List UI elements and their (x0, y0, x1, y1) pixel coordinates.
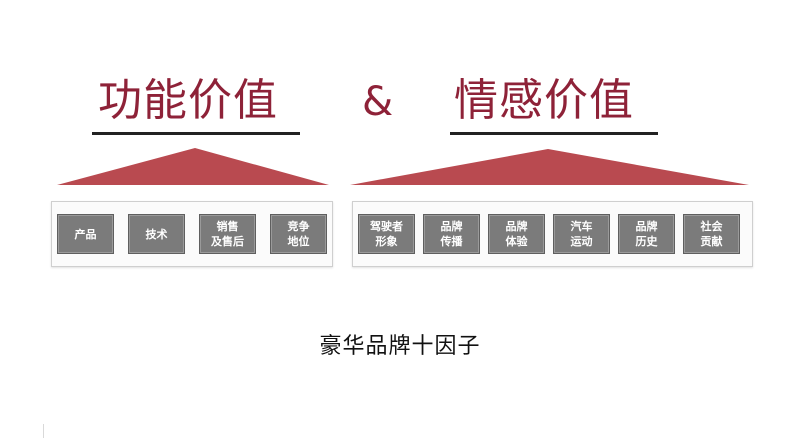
heading-underline-left (92, 132, 300, 135)
ampersand: & (362, 79, 394, 125)
factor-box: 社会 贡献 (683, 214, 740, 254)
roof-triangles (57, 148, 749, 185)
emotional-factors-panel: 驾驶者 形象 品牌 传播 品牌 体验 汽车 运动 品牌 历史 社会 贡献 (352, 201, 753, 267)
roof-triangle-left (57, 148, 329, 185)
factor-box: 品牌 历史 (618, 214, 675, 254)
corner-mark (43, 424, 44, 438)
factor-box: 竞争 地位 (270, 214, 327, 254)
factor-box: 技术 (128, 214, 185, 254)
functional-factors-panel: 产品 技术 销售 及售后 竞争 地位 (51, 201, 333, 267)
factor-box: 销售 及售后 (199, 214, 256, 254)
heading-underline-right (450, 132, 658, 135)
footer-caption: 豪华品牌十因子 (319, 334, 481, 359)
factor-box: 驾驶者 形象 (358, 214, 415, 254)
factor-box: 品牌 传播 (423, 214, 480, 254)
factor-box: 汽车 运动 (553, 214, 610, 254)
factor-box: 品牌 体验 (488, 214, 545, 254)
heading-functional-value: 功能价值 (98, 75, 278, 126)
factor-box: 产品 (57, 214, 114, 254)
roof-triangle-right (350, 149, 749, 185)
heading-emotional-value: 情感价值 (454, 75, 634, 126)
